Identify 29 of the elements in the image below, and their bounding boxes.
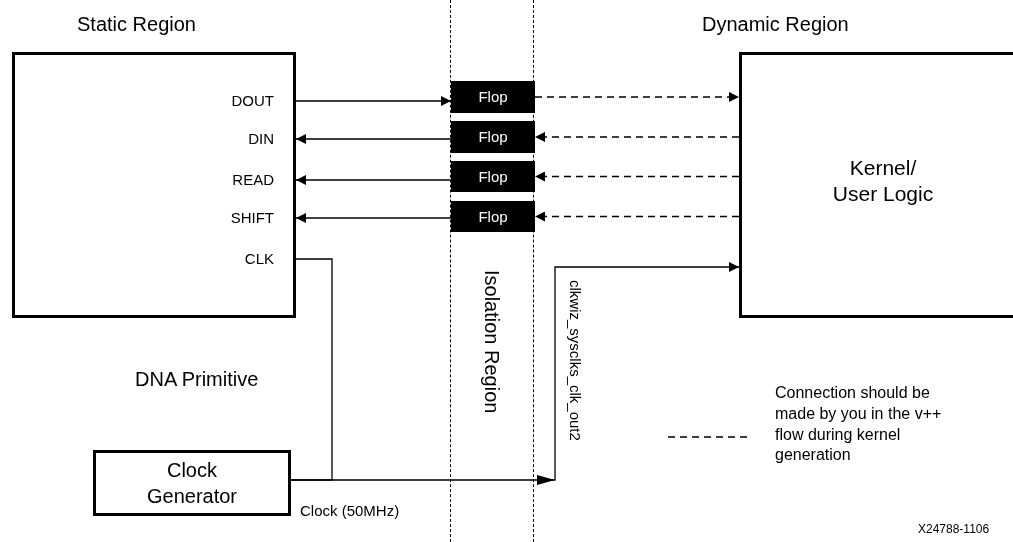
connector-arrow xyxy=(290,262,740,485)
block-label: Kernel/ User Logic xyxy=(831,155,935,208)
flop-box: Flop xyxy=(451,121,535,153)
port-label: SHIFT xyxy=(15,205,296,231)
block-label: DNA Primitive xyxy=(135,368,259,391)
edge-label: Clock (50MHz) xyxy=(300,502,400,519)
connector-arrow xyxy=(534,92,740,102)
connector-arrow xyxy=(534,171,740,182)
connector-arrow xyxy=(295,213,452,223)
flop-box: Flop xyxy=(451,201,535,232)
port-label: DIN xyxy=(15,126,296,152)
process-box: Clock Generator xyxy=(93,450,291,516)
port-label: DOUT xyxy=(15,88,296,114)
flop-box: Flop xyxy=(451,81,535,113)
connector-arrow xyxy=(295,96,452,106)
port-label: CLK xyxy=(15,246,296,272)
legend-text: Connection should be made by you in the v++ flow during kernel generation xyxy=(775,383,943,466)
region-title: Dynamic Region xyxy=(702,13,849,36)
connector-arrow xyxy=(534,211,740,222)
connector-arrow xyxy=(295,175,452,185)
port-label: READ xyxy=(15,167,296,193)
region-title: Static Region xyxy=(77,13,196,36)
connector-arrow xyxy=(295,134,452,144)
connector-arrow xyxy=(534,132,740,142)
signal-label: clkwiz_sysclks_clk_out2 xyxy=(567,280,584,441)
region-title: Isolation Region xyxy=(480,270,503,414)
isolation-band xyxy=(450,0,534,542)
figure-id: X24788-1106 xyxy=(918,522,990,536)
flop-box: Flop xyxy=(451,161,535,192)
